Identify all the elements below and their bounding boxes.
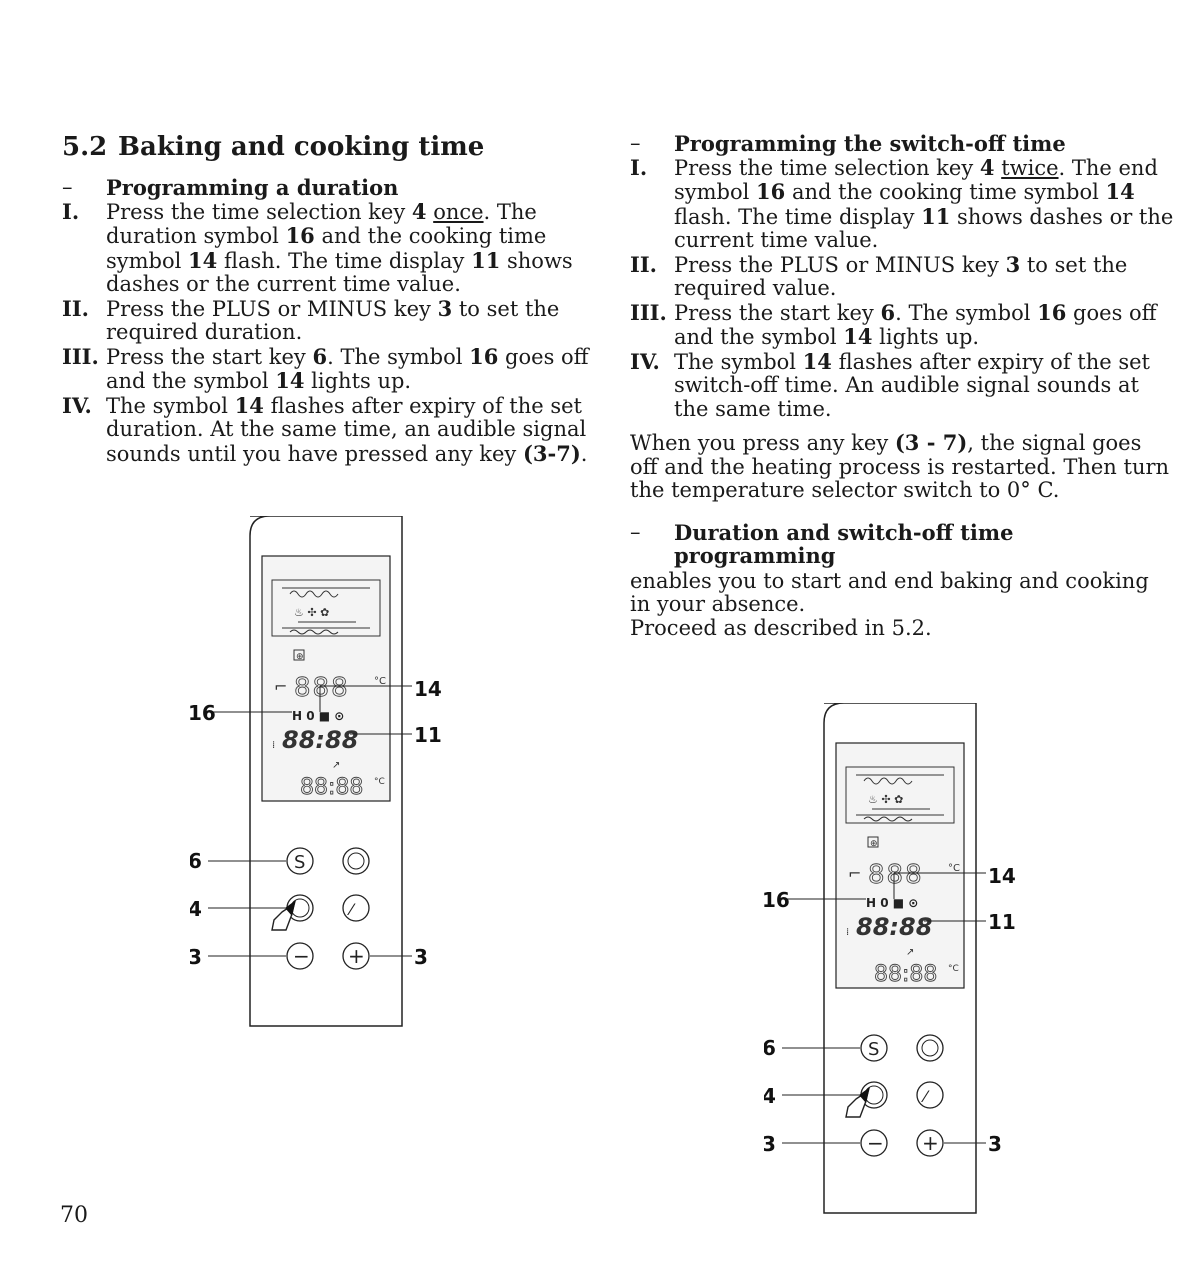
section-title: Baking and cooking time: [118, 132, 485, 162]
step-text: The symbol 14 flashes after expiry of th…: [106, 392, 588, 466]
paragraph-proceed: Proceed as described in 5.2.: [630, 615, 932, 640]
left-steps: I. Press the time selection key 4 once. T…: [62, 198, 607, 467]
left-step-1: I. Press the time selection key 4 once. T…: [62, 198, 607, 297]
subheading-switch-off-text: Programming the switch-off time: [674, 131, 1066, 156]
section-heading: 5.2 Baking and cooking time: [62, 132, 607, 162]
subheading-combined: – Duration and switch-off time programmi…: [630, 519, 1175, 568]
paragraph-absence: enables you to start and end baking and …: [630, 568, 1149, 616]
display-top-digits: 888: [868, 860, 924, 890]
svg-text:⌐: ⌐: [274, 677, 287, 696]
paragraph-signal: When you press any key (3 - 7), the sign…: [630, 430, 1170, 502]
svg-text:⊕: ⊕: [870, 839, 878, 849]
step-text: The symbol 14 flashes after expiry of th…: [674, 348, 1150, 421]
step-numeral: III.: [62, 343, 99, 369]
label-14: 14: [988, 864, 1016, 888]
svg-text:°C: °C: [374, 777, 385, 787]
display-bottom-digits: 88:88: [874, 962, 937, 987]
display-top-digits: 888: [294, 673, 350, 703]
label-3-right: 3: [988, 1132, 1002, 1156]
left-step-4: IV. The symbol 14 flashes after expiry of…: [62, 392, 607, 467]
step-numeral: I.: [62, 198, 80, 224]
svg-text:↗: ↗: [332, 760, 340, 771]
right-step-2: II. Press the PLUS or MINUS key 3 to set …: [630, 251, 1175, 301]
subheading-duration: – Programming a duration: [62, 175, 399, 200]
left-column: 5.2 Baking and cooking time – Programming…: [62, 132, 607, 466]
step-numeral: II.: [630, 251, 657, 277]
key-start-icon: S: [294, 852, 305, 873]
page-number: 70: [60, 1203, 88, 1228]
right-step-4: IV. The symbol 14 flashes after expiry of…: [630, 348, 1175, 422]
step-numeral: III.: [630, 299, 667, 325]
status-icons: H 0 ■ ⊙: [866, 896, 918, 910]
svg-text:°C: °C: [948, 863, 960, 874]
svg-text:⁞: ⁞: [272, 740, 275, 751]
step-numeral: I.: [630, 154, 648, 180]
key-auto-icon: ⁄: [347, 900, 356, 919]
label-16: 16: [764, 888, 790, 912]
right-column: – Programming the switch-off time I. Pres…: [630, 131, 1175, 640]
label-14: 14: [414, 677, 442, 701]
control-panel-diagram-right: ♨ ✣ ✿ ⊕ ⌐ 888 °C H 0 ■ ⊙ 88:88 ⁞ ↗ 88:88…: [762, 702, 1024, 1223]
step-numeral: II.: [62, 295, 89, 321]
subheading-duration-text: Programming a duration: [106, 175, 399, 200]
step-numeral: IV.: [62, 392, 92, 418]
right-step-3: III. Press the start key 6. The symbol 16…: [630, 299, 1175, 350]
key-minus-icon: −: [293, 944, 310, 968]
svg-text:↗: ↗: [906, 947, 914, 958]
key-minus-icon: −: [867, 1131, 884, 1155]
step-text: Press the time selection key 4 twice. Th…: [674, 154, 1174, 252]
step-text: Press the PLUS or MINUS key 3 to set the…: [674, 251, 1128, 300]
label-6: 6: [190, 849, 202, 873]
label-3-right: 3: [414, 945, 428, 969]
control-panel-diagram-left: ♨ ✣ ✿ ⊕ ⌐ 888 °C H 0 ■ ⊙ 88:88 ⁞ ↗ 88:88…: [188, 515, 450, 1036]
display-mid-digits: 88:88: [856, 913, 932, 941]
label-11: 11: [988, 910, 1016, 934]
key-start-icon: S: [868, 1039, 879, 1060]
section-number: 5.2: [62, 132, 108, 162]
label-3-left: 3: [764, 1132, 776, 1156]
svg-text:⌐: ⌐: [848, 864, 861, 883]
step-numeral: IV.: [630, 348, 660, 374]
left-step-3: III. Press the start key 6. The symbol 16…: [62, 343, 607, 394]
label-6: 6: [764, 1036, 776, 1060]
label-4: 4: [190, 897, 202, 921]
right-step-1: I. Press the time selection key 4 twice. …: [630, 154, 1175, 253]
step-text: Press the start key 6. The symbol 16 goe…: [106, 343, 589, 393]
step-text: Press the time selection key 4 once. The…: [106, 198, 573, 296]
step-text: Press the start key 6. The symbol 16 goe…: [674, 299, 1157, 349]
subheading-switch-off: – Programming the switch-off time: [630, 131, 1066, 156]
svg-text:♨ ✣ ✿: ♨ ✣ ✿: [868, 793, 903, 806]
subheading-combined-text: Duration and switch-off time programming: [674, 519, 1014, 568]
svg-text:⁞: ⁞: [846, 927, 849, 938]
right-steps: I. Press the time selection key 4 twice. …: [630, 154, 1175, 422]
svg-text:°C: °C: [948, 964, 959, 974]
svg-text:⊕: ⊕: [296, 652, 304, 662]
left-step-2: II. Press the PLUS or MINUS key 3 to set …: [62, 295, 607, 345]
label-11: 11: [414, 723, 442, 747]
display-bottom-digits: 88:88: [300, 775, 363, 800]
key-plus-icon: +: [922, 1131, 939, 1155]
status-icons: H 0 ■ ⊙: [292, 709, 344, 723]
key-plus-icon: +: [348, 944, 365, 968]
label-4: 4: [764, 1084, 776, 1108]
label-16: 16: [190, 701, 216, 725]
key-auto-icon: ⁄: [921, 1087, 930, 1106]
step-text: Press the PLUS or MINUS key 3 to set the…: [106, 295, 560, 344]
display-mid-digits: 88:88: [282, 726, 358, 754]
svg-text:♨ ✣ ✿: ♨ ✣ ✿: [294, 606, 329, 619]
label-3-left: 3: [190, 945, 202, 969]
svg-text:°C: °C: [374, 676, 386, 687]
